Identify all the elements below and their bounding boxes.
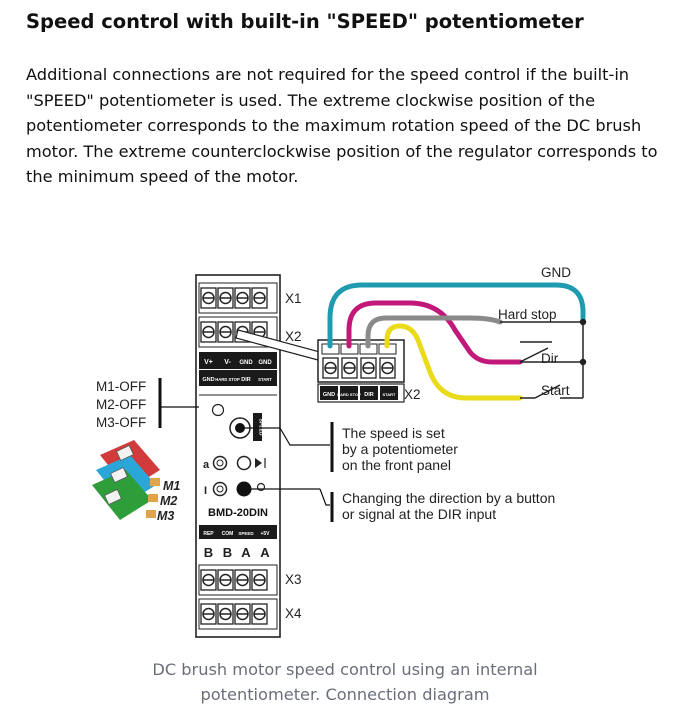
play-icon (255, 458, 262, 468)
plug-label-hard-stop: HARD STOP (337, 392, 361, 397)
switch-m3-label: M3-OFF (96, 415, 146, 430)
intro-paragraph: Additional connections are not required … (26, 65, 658, 186)
front-label-gnd: GND (202, 377, 214, 383)
direction-note-line-2: or signal at the DIR input (342, 506, 496, 522)
svg-text:a: a (203, 459, 210, 471)
front-label-dir: DIR (241, 377, 251, 383)
label-vminus: V- (224, 359, 231, 366)
label-gnd-1: GND (239, 360, 253, 366)
bottom-letter-4: A (260, 545, 270, 560)
bottom-letter-2: B (223, 545, 232, 560)
dip-m3-label: M3 (157, 509, 174, 523)
switch-m1-label: M1-OFF (96, 379, 146, 394)
dir-wire (365, 315, 503, 349)
dip-m1-label: M1 (163, 479, 180, 493)
direction-note-line-1: Changing the direction by a button (342, 490, 555, 506)
plug-label-start: START (382, 392, 396, 397)
speed-note-line-1: The speed is set (342, 425, 445, 441)
x2-plug-connector (235, 329, 405, 403)
external-switches (500, 318, 587, 399)
signal-gnd-label: GND (541, 265, 571, 280)
label-com: COM (222, 531, 234, 537)
section-title: Speed control with built-in "SPEED" pote… (26, 10, 584, 33)
signal-hard-stop-label: Hard stop (498, 307, 557, 322)
label-speed-bottom: SPEED (238, 531, 254, 536)
speed-note-line-3: on the front panel (342, 457, 451, 473)
start-wire (384, 323, 523, 401)
connector-x1-label: X1 (285, 291, 302, 306)
speed-note-line-2: by a potentiometer (342, 441, 458, 457)
front-label-hard-stop: HARD STOP (215, 377, 240, 382)
status-led-icon (211, 403, 225, 417)
plug-x2-label: X2 (404, 387, 421, 402)
plug-label-dir: DIR (364, 392, 374, 398)
front-label-speed: SPEED (258, 419, 264, 436)
connector-x2-label: X2 (285, 329, 302, 344)
figure-caption: DC brush motor speed control using an in… (152, 660, 538, 704)
gnd-wire (327, 282, 586, 349)
signal-start-label: Start (541, 383, 570, 398)
din-rail-device: a I BMD-20DIN (195, 274, 281, 638)
hard-stop-wire (346, 300, 523, 365)
signal-dir-label: Dir (541, 351, 559, 366)
bottom-letter-1: B (204, 545, 213, 560)
dip-switch-block[interactable] (92, 440, 160, 520)
bottom-letter-3: A (241, 545, 251, 560)
svg-text:I: I (204, 485, 207, 497)
dip-m2-label: M2 (160, 494, 177, 508)
connector-x3-label: X3 (285, 572, 302, 587)
plug-label-gnd: GND (323, 392, 335, 398)
label-5v: +5V (260, 531, 270, 537)
label-gnd-2: GND (258, 360, 272, 366)
model-label: BMD-20DIN (208, 507, 268, 519)
front-label-start: START (258, 377, 272, 382)
label-rep: REP (203, 531, 214, 537)
label-vplus: V+ (204, 359, 213, 366)
connector-x4-label: X4 (285, 606, 302, 621)
reverse-icon (256, 482, 266, 492)
switch-m2-label: M2-OFF (96, 397, 146, 412)
